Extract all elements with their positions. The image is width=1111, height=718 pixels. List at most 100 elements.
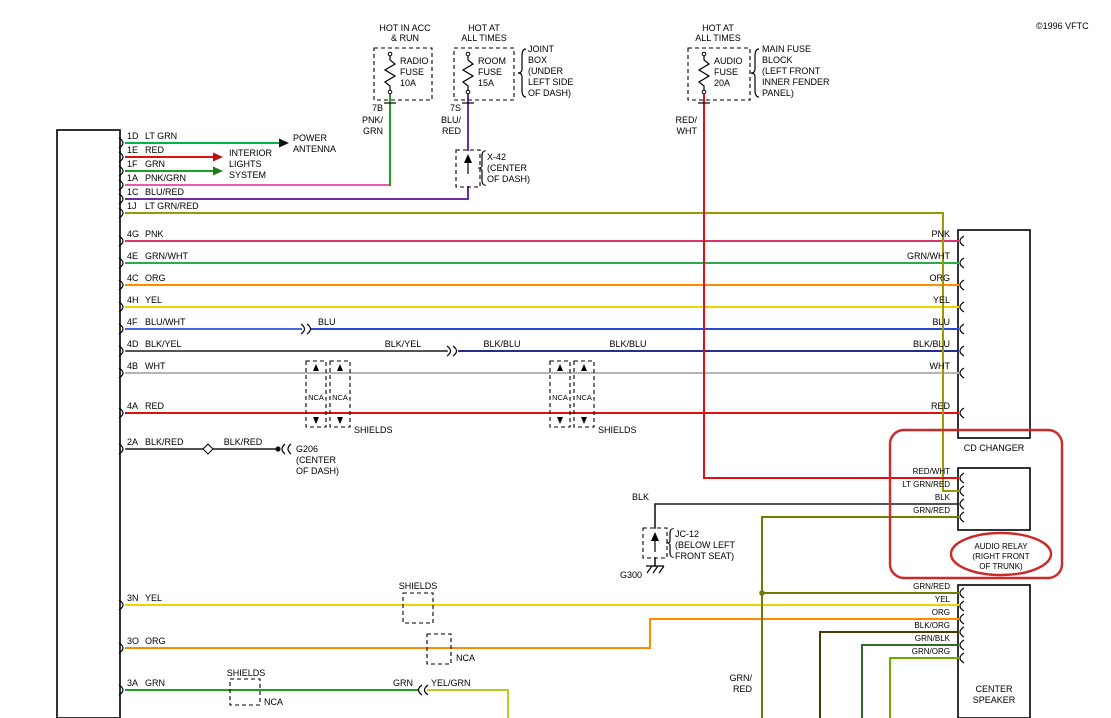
inline-connectors — [202, 323, 458, 696]
g300-label: G300 — [620, 570, 642, 580]
main-fuse-location: MAIN FUSE — [762, 44, 811, 54]
interior-lights-label: INTERIOR — [229, 148, 273, 158]
pin-id: 2A — [127, 437, 138, 447]
room-condition: ALL TIMES — [461, 33, 507, 43]
room-fuse-label: ROOM — [478, 56, 506, 66]
left-harness-connector — [56, 129, 121, 718]
center-speaker-title: CENTER — [975, 684, 1013, 694]
pin-id: 1E — [127, 145, 138, 155]
speaker-pin-label: YEL — [935, 595, 951, 604]
relay-pin-label: BLK — [935, 493, 951, 502]
joint-box-location: LEFT SIDE — [528, 77, 573, 87]
cd-pin-label: ORG — [929, 273, 950, 283]
g206-label: G206 — [296, 444, 318, 454]
g300-ground-icon — [646, 565, 665, 574]
relay-pin-label: GRN/RED — [913, 506, 950, 515]
radio-wire-color: GRN — [363, 126, 383, 136]
connector-arc-icon — [287, 443, 292, 455]
relay-pin-label: RED/WHT — [913, 467, 950, 476]
interior-lights-label: SYSTEM — [229, 170, 266, 180]
radio-fuse-label: RADIO — [400, 56, 429, 66]
cd-pin-label: RED — [931, 401, 951, 411]
shield-box-icon — [402, 592, 434, 624]
pin-wire: BLU/RED — [145, 187, 185, 197]
pin-7s: 7S — [450, 103, 461, 113]
pin-id: 4C — [127, 273, 139, 283]
main-fuse-location: PANEL) — [762, 88, 794, 98]
audio-fuse-box — [687, 47, 751, 101]
room-wire-color: RED — [442, 126, 462, 136]
wire-relay-blk — [654, 503, 959, 529]
jc12-arrow-icon — [650, 531, 660, 553]
pin-wire: RED — [145, 145, 165, 155]
audio-condition: ALL TIMES — [695, 33, 741, 43]
cd-pin-label: GRN/WHT — [907, 251, 950, 261]
inline-wire-label: BLK/RED — [224, 437, 263, 447]
main-fuse-location: (LEFT FRONT — [762, 66, 821, 76]
joint-box-location: OF DASH) — [528, 88, 571, 98]
audio-relay-highlight-oval — [949, 531, 1053, 577]
room-fuse-label: 15A — [478, 78, 494, 88]
cd-changer-title: CD CHANGER — [964, 443, 1025, 453]
wire-yel-grn — [427, 689, 509, 718]
interior-lights-arrow-grn-icon — [213, 166, 223, 176]
pin-id: 3N — [127, 593, 139, 603]
pin-wire: WHT — [145, 361, 166, 371]
radio-condition: HOT IN ACC — [379, 23, 431, 33]
pin-wire: LT GRN/RED — [145, 201, 199, 211]
cd-pin-label: YEL — [933, 295, 950, 305]
jc12-label: (BELOW LEFT — [675, 540, 736, 550]
pin-id: 1J — [127, 201, 137, 211]
pin-id: 3A — [127, 678, 138, 688]
pin-wire: GRN — [145, 159, 165, 169]
pin-wire: YEL — [145, 593, 162, 603]
audio-relay-title: (RIGHT FRONT — [972, 552, 1029, 561]
joint-box-location: (UNDER — [528, 66, 563, 76]
pin-wire: BLK/YEL — [145, 339, 182, 349]
center-speaker-connector — [957, 584, 1031, 718]
inline-wire-label: BLK/YEL — [385, 339, 422, 349]
wire-grn-blk — [861, 644, 959, 718]
highlight — [888, 428, 1064, 580]
pin-7b: 7B — [372, 103, 383, 113]
power-antenna-arrow-icon — [279, 138, 289, 148]
wire-relay-grn-red — [761, 516, 959, 718]
relay-pin-label: LT GRN/RED — [902, 480, 950, 489]
room-wire-color: BLU/ — [441, 115, 462, 125]
pin-wire: BLK/RED — [145, 437, 184, 447]
x42-label: X-42 — [487, 152, 506, 162]
connector-arc-icon — [417, 684, 423, 696]
inline-wire-label: GRN/ — [730, 673, 753, 683]
pin-id: 1F — [127, 159, 138, 169]
wires — [125, 93, 959, 718]
cd-pin-label: PNK — [931, 229, 950, 239]
speaker-pin-label: BLK/ORG — [914, 621, 950, 630]
radio-fuse-box — [373, 47, 433, 101]
pin-wire: LT GRN — [145, 131, 177, 141]
audio-fuse-icon — [698, 51, 710, 95]
room-condition: HOT AT — [468, 23, 500, 33]
power-antenna-label: ANTENNA — [293, 144, 336, 154]
radio-fuse-icon — [384, 51, 396, 95]
shields-label: SHIELDS — [598, 425, 637, 435]
speaker-pin-label: GRN/ORG — [912, 647, 950, 656]
inline-wire-label: BLU — [318, 317, 336, 327]
interior-lights-arrow-red-icon — [213, 152, 223, 162]
x42-arrow-icon — [463, 153, 473, 175]
connector-arc-icon — [306, 323, 312, 335]
pin-id: 3O — [127, 636, 139, 646]
jc12-label: JC-12 — [675, 529, 699, 539]
main-fuse-location: BLOCK — [762, 55, 793, 65]
junction-dot-grn-red — [759, 590, 765, 596]
pin-id: 1A — [127, 173, 138, 183]
joint-box-brace — [517, 48, 527, 98]
pin-id: 4F — [127, 317, 138, 327]
audio-condition: HOT AT — [702, 23, 734, 33]
cd-changer-connector — [957, 229, 1031, 439]
nca-label: NCA — [308, 393, 324, 402]
interior-lights-label: LIGHTS — [229, 159, 262, 169]
pin-id: 4A — [127, 401, 138, 411]
jc12-label: FRONT SEAT) — [675, 551, 734, 561]
radio-fuse-label: 10A — [400, 78, 416, 88]
